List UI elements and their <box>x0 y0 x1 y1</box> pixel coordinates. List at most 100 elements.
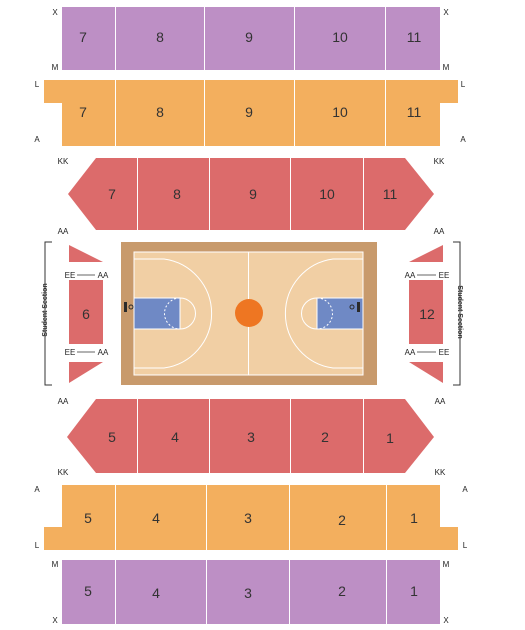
student-section-label: Student Section <box>42 283 49 336</box>
backboard-right <box>357 302 360 312</box>
three-point-arc-left <box>134 258 213 369</box>
section-right-12[interactable] <box>409 280 443 344</box>
hoop-right <box>349 304 355 310</box>
section-top-upper-9[interactable] <box>205 7 294 70</box>
section-bottom-upper-5[interactable] <box>62 560 115 624</box>
student-section-label: Student Section <box>456 285 463 338</box>
row-label: AA <box>405 348 416 357</box>
section-top-lower-9[interactable] <box>210 158 290 230</box>
row-label: AA <box>58 227 69 236</box>
section-top-middle-8[interactable] <box>116 80 204 146</box>
section-top-middle-10[interactable] <box>295 80 385 146</box>
free-throw-circle-right <box>301 297 318 330</box>
section-left-wedge-bottom[interactable] <box>69 362 103 383</box>
row-label: AA <box>98 271 109 280</box>
paint-left <box>133 297 181 330</box>
section-label: 7 <box>79 104 87 120</box>
section-label: 3 <box>244 585 252 601</box>
row-label: KK <box>58 157 69 166</box>
section-top-middle-9[interactable] <box>205 80 294 146</box>
section-label: 2 <box>338 512 346 528</box>
section-label: 10 <box>332 29 348 45</box>
row-label: M <box>52 63 59 72</box>
bottom-upper-level: 5 4 3 2 1 M X M X <box>52 560 450 625</box>
section-top-lower-7[interactable] <box>68 158 137 230</box>
row-label: L <box>463 541 468 550</box>
row-label: EE <box>439 348 450 357</box>
section-bottom-upper-2[interactable] <box>290 560 386 624</box>
section-top-middle-7[interactable] <box>44 80 115 146</box>
row-label: KK <box>435 468 446 477</box>
row-label: M <box>52 560 59 569</box>
section-top-middle-11[interactable] <box>386 80 458 146</box>
section-right-wedge-top[interactable] <box>409 245 443 262</box>
section-bottom-lower-5[interactable] <box>67 399 137 473</box>
row-label: A <box>34 135 40 144</box>
section-label: 10 <box>319 186 335 202</box>
basketball-court <box>121 242 377 385</box>
three-point-arc-right <box>284 258 363 369</box>
row-label: X <box>443 616 449 625</box>
section-label: 9 <box>249 186 257 202</box>
row-label: AA <box>98 348 109 357</box>
bottom-lower-level: 5 4 3 2 1 AA KK AA KK <box>58 397 446 477</box>
section-bottom-lower-3[interactable] <box>210 399 290 473</box>
section-label: 4 <box>171 429 179 445</box>
section-label: 11 <box>383 186 398 202</box>
section-label: 4 <box>152 585 160 601</box>
row-label: KK <box>58 468 69 477</box>
section-left-wedge-top[interactable] <box>69 245 103 262</box>
section-bottom-middle-5[interactable] <box>44 485 115 550</box>
section-label: 1 <box>410 510 418 526</box>
section-label: 6 <box>82 306 90 322</box>
section-bottom-middle-2[interactable] <box>290 485 386 550</box>
section-top-lower-8[interactable] <box>138 158 209 230</box>
section-label: 3 <box>247 429 255 445</box>
section-bottom-upper-3[interactable] <box>207 560 289 624</box>
section-label: 2 <box>338 583 346 599</box>
section-bottom-upper-1[interactable] <box>387 560 440 624</box>
section-top-upper-11[interactable] <box>386 7 440 70</box>
student-bracket <box>453 241 461 386</box>
section-label: 1 <box>410 583 418 599</box>
section-top-lower-10[interactable] <box>291 158 363 230</box>
section-label: 11 <box>407 104 422 120</box>
section-bottom-lower-4[interactable] <box>138 399 209 473</box>
section-label: 11 <box>407 29 422 45</box>
basketball-icon <box>235 299 263 327</box>
section-top-upper-8[interactable] <box>116 7 204 70</box>
section-top-upper-10[interactable] <box>295 7 385 70</box>
section-bottom-lower-2[interactable] <box>291 399 363 473</box>
section-bottom-middle-4[interactable] <box>116 485 206 550</box>
top-lower-level: 7 8 9 10 11 KK AA KK AA <box>58 157 445 236</box>
row-label: A <box>460 135 466 144</box>
section-top-upper-7[interactable] <box>62 7 115 70</box>
section-top-lower-11[interactable] <box>364 158 434 230</box>
section-left-6[interactable] <box>69 280 103 344</box>
section-label: 8 <box>173 186 181 202</box>
bottom-middle-level: 5 4 3 2 1 A L A L <box>34 485 468 550</box>
section-right-wedge-bottom[interactable] <box>409 362 443 383</box>
section-label: 7 <box>108 186 116 202</box>
row-label: EE <box>65 348 76 357</box>
section-bottom-middle-1[interactable] <box>387 485 458 550</box>
row-label: X <box>443 8 449 17</box>
row-label: AA <box>434 227 445 236</box>
top-upper-level: 7 8 9 10 11 X M X M <box>52 7 450 72</box>
row-label: X <box>52 8 58 17</box>
row-label: L <box>461 80 466 89</box>
row-label: X <box>52 616 58 625</box>
section-label: 3 <box>244 510 252 526</box>
row-label: EE <box>439 271 450 280</box>
section-label: 5 <box>108 429 116 445</box>
section-label: 8 <box>156 29 164 45</box>
backboard-left <box>124 302 127 312</box>
section-label: 5 <box>84 510 92 526</box>
section-bottom-lower-1[interactable] <box>364 399 434 473</box>
row-label: A <box>34 485 40 494</box>
section-bottom-middle-3[interactable] <box>207 485 289 550</box>
section-bottom-upper-4[interactable] <box>116 560 206 624</box>
row-label: KK <box>434 157 445 166</box>
row-label: L <box>35 80 40 89</box>
section-label: 4 <box>152 510 160 526</box>
